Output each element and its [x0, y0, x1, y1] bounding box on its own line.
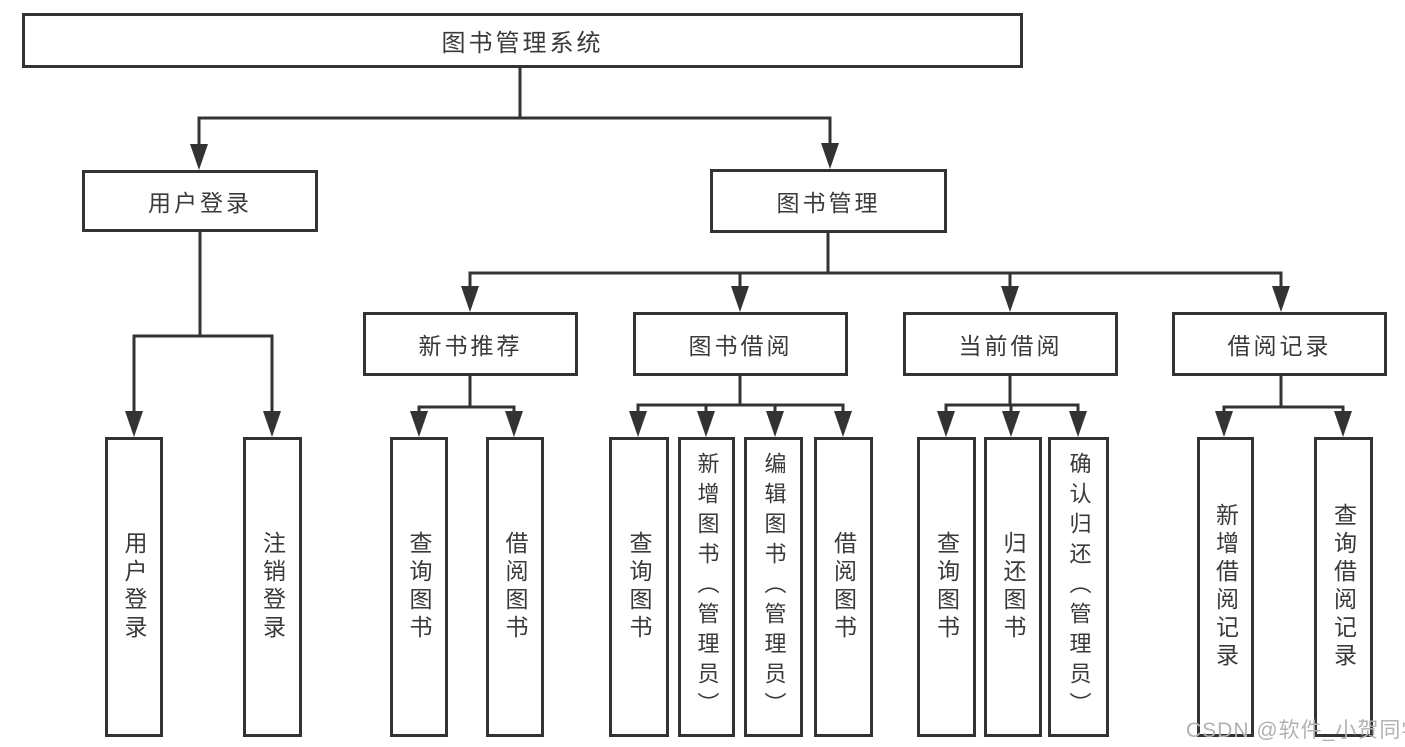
node-label: 新增借阅记录 [1212, 503, 1239, 671]
node-label: 查询图书 [626, 531, 652, 643]
node-query-borrow-record: 查询借阅记录 [1314, 437, 1373, 737]
node-query-books-recommend: 查询图书 [390, 437, 448, 737]
node-book-borrow: 图书借阅 [633, 312, 848, 376]
node-label: 确认归还（管理员） [1066, 452, 1092, 722]
node-label: 用户登录 [148, 190, 252, 216]
node-label: 借阅记录 [1227, 333, 1332, 359]
node-return-books: 归还图书 [984, 437, 1042, 737]
arrowhead-icons [125, 143, 1352, 437]
node-label: 用户登录 [121, 531, 147, 643]
node-label: 新书推荐 [418, 333, 523, 359]
node-confirm-return-admin: 确认归还（管理员） [1048, 437, 1109, 737]
node-label: 注销登录 [259, 531, 286, 643]
node-label: 借阅图书 [830, 531, 857, 643]
node-label: 新增图书（管理员） [694, 452, 720, 722]
node-label: 图书借阅 [688, 333, 793, 359]
node-borrow-books: 借阅图书 [814, 437, 873, 737]
node-library-management-system: 图书管理系统 [22, 13, 1023, 68]
node-query-books-borrow: 查询图书 [609, 437, 669, 737]
node-label: 查询图书 [933, 531, 960, 643]
node-book-management: 图书管理 [710, 169, 947, 233]
node-borrow-books-recommend: 借阅图书 [486, 437, 544, 737]
node-borrow-records: 借阅记录 [1172, 312, 1387, 376]
node-query-books-current: 查询图书 [917, 437, 976, 737]
node-new-book-recommend: 新书推荐 [363, 312, 578, 376]
node-label: 查询借阅记录 [1330, 503, 1357, 671]
node-label: 归还图书 [1000, 531, 1026, 643]
node-label: 借阅图书 [502, 531, 528, 643]
node-user-login-group: 用户登录 [82, 170, 318, 232]
node-user-login: 用户登录 [105, 437, 163, 737]
node-add-books-admin: 新增图书（管理员） [678, 437, 735, 737]
node-label: 图书管理 [776, 190, 881, 216]
node-add-borrow-record: 新增借阅记录 [1197, 437, 1254, 737]
node-logout: 注销登录 [243, 437, 302, 737]
node-label: 编辑图书（管理员） [761, 452, 787, 722]
node-current-borrow: 当前借阅 [903, 312, 1118, 376]
watermark: CSDN @软件_小贺同学 [1186, 719, 1405, 742]
node-label: 当前借阅 [958, 333, 1063, 359]
node-edit-books-admin: 编辑图书（管理员） [744, 437, 803, 737]
node-label: 图书管理系统 [441, 30, 604, 57]
node-label: 查询图书 [406, 531, 432, 643]
